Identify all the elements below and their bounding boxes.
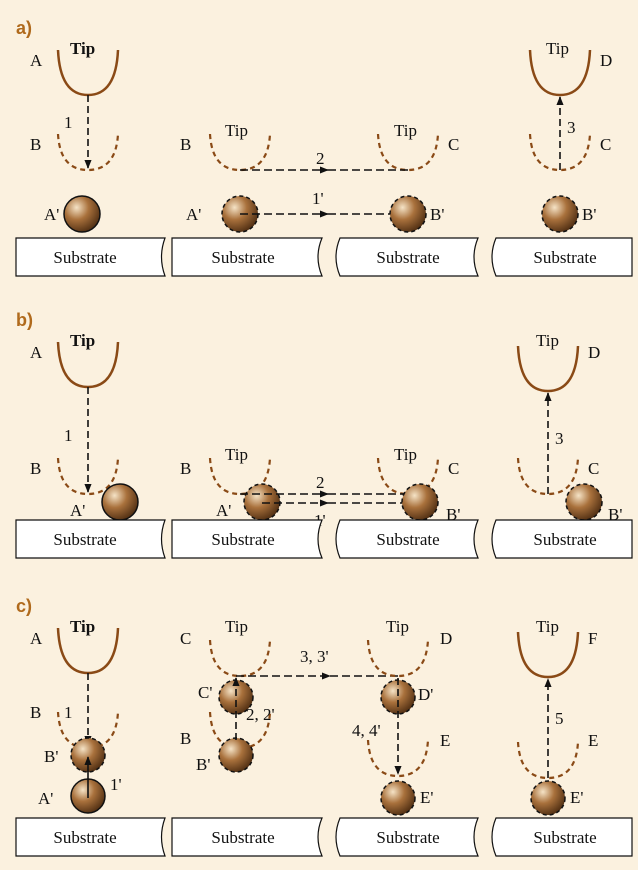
label-tip-position: D [440, 629, 452, 648]
particle-label: B' [582, 205, 596, 224]
tip-label: Tip [394, 121, 417, 140]
move-label: 3 [567, 118, 576, 137]
tip-label: Tip [386, 617, 409, 636]
particle-icon [244, 484, 280, 520]
label-tip-position: A [30, 343, 43, 362]
tip-label: Tip [536, 617, 559, 636]
tip-label: Tip [70, 617, 95, 636]
particle-label: A' [70, 501, 85, 520]
particle-label: A' [44, 205, 59, 224]
substrate-label: Substrate [211, 248, 274, 267]
move-label: 2 [316, 473, 325, 492]
particle-icon [102, 484, 138, 520]
particle-label: B' [196, 755, 210, 774]
tip-label: Tip [536, 331, 559, 350]
particle-label: A' [38, 789, 53, 808]
substrate-label: Substrate [533, 828, 596, 847]
move-label: 5 [555, 709, 564, 728]
panel-letter-b: b) [16, 310, 33, 330]
move-label: 3 [555, 429, 564, 448]
label-tip-position: B [180, 729, 191, 748]
substrate-label: Substrate [533, 248, 596, 267]
move-label: 2 [316, 149, 325, 168]
particle-label: E' [570, 788, 583, 807]
particle-icon [381, 781, 415, 815]
particle-icon [219, 738, 253, 772]
label-tip-position: B [30, 703, 41, 722]
particle-label: A' [186, 205, 201, 224]
move-label: 1 [64, 426, 73, 445]
substrate-label: Substrate [53, 530, 116, 549]
label-tip-position: C [180, 629, 191, 648]
tip-label: Tip [546, 39, 569, 58]
label-tip-position: A [30, 629, 43, 648]
substrate-label: Substrate [53, 248, 116, 267]
label-tip-position: C [588, 459, 599, 478]
particle-icon [531, 781, 565, 815]
particle-label: C' [198, 683, 212, 702]
tip-label: Tip [225, 445, 248, 464]
substrate-label: Substrate [376, 248, 439, 267]
label-tip-position: D [600, 51, 612, 70]
particle-icon [566, 484, 602, 520]
label-tip-position: C [448, 459, 459, 478]
substrate-label: Substrate [376, 828, 439, 847]
label-tip-position: B [30, 459, 41, 478]
tip-label: Tip [394, 445, 417, 464]
tip-label: Tip [70, 331, 95, 350]
label-tip-position: D [588, 343, 600, 362]
label-tip-position: E [588, 731, 598, 750]
particle-icon [402, 484, 438, 520]
label-tip-position: B [180, 135, 191, 154]
tip-label: Tip [225, 121, 248, 140]
move-label: 1 [64, 703, 73, 722]
label-tip-position: F [588, 629, 597, 648]
label-tip-position: A [30, 51, 43, 70]
substrate-label: Substrate [211, 530, 274, 549]
tip-label: Tip [225, 617, 248, 636]
substrate-label: Substrate [376, 530, 439, 549]
particle-icon [542, 196, 578, 232]
label-tip-position: B [30, 135, 41, 154]
particle-label: B' [44, 747, 58, 766]
label-tip-position: C [448, 135, 459, 154]
particle-label: B' [430, 205, 444, 224]
label-tip-position: B [180, 459, 191, 478]
move-label: 1 [64, 113, 73, 132]
move-label: 3, 3' [300, 647, 329, 666]
particle-label: A' [216, 501, 231, 520]
move-label: 1' [312, 189, 324, 208]
move-label: 1' [110, 775, 122, 794]
substrate-label: Substrate [211, 828, 274, 847]
label-tip-position: C [600, 135, 611, 154]
panel-letter-c: c) [16, 596, 32, 616]
particle-icon [381, 680, 415, 714]
move-label: 2, 2' [246, 705, 275, 724]
tip-label: Tip [70, 39, 95, 58]
substrate-label: Substrate [533, 530, 596, 549]
substrate-label: Substrate [53, 828, 116, 847]
particle-icon [390, 196, 426, 232]
panel-letter-a: a) [16, 18, 32, 38]
particle-label: E' [420, 788, 433, 807]
particle-label: D' [418, 685, 433, 704]
move-label: 4, 4' [352, 721, 381, 740]
particle-icon [64, 196, 100, 232]
label-tip-position: E [440, 731, 450, 750]
